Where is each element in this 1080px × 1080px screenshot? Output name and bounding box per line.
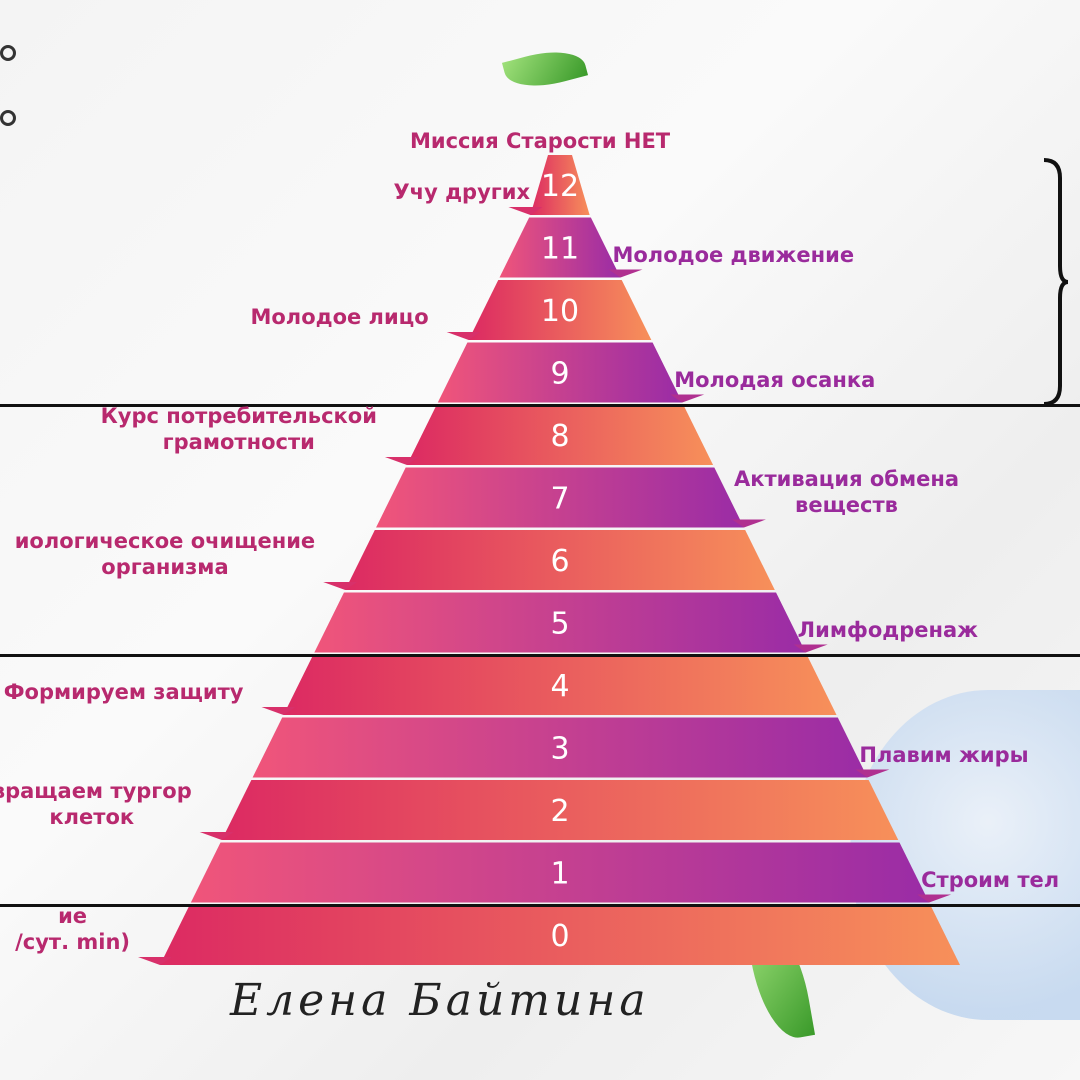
level-number: 7 bbox=[550, 482, 569, 517]
level-label-11: Молодое движение bbox=[612, 242, 855, 267]
label-pointer bbox=[608, 269, 643, 278]
level-number: 1 bbox=[550, 857, 569, 892]
divider-line bbox=[0, 904, 1080, 907]
level-number: 6 bbox=[550, 544, 569, 579]
label-pointer bbox=[323, 582, 358, 590]
label-pointer bbox=[508, 207, 543, 215]
level-number: 9 bbox=[550, 357, 569, 392]
label-pointer bbox=[446, 332, 481, 340]
pyramid-level-12 bbox=[530, 155, 590, 215]
level-number: 8 bbox=[550, 419, 569, 454]
level-label-9: Молодая осанка bbox=[674, 367, 876, 392]
level-number: 3 bbox=[550, 732, 569, 767]
pyramid-level-6 bbox=[345, 530, 775, 590]
signature: Елена Байтина bbox=[230, 975, 650, 1026]
level-number: 0 bbox=[550, 919, 569, 954]
level-label-0: ие/сут. min) bbox=[15, 904, 130, 954]
label-pointer bbox=[855, 769, 890, 778]
pyramid-level-7 bbox=[376, 467, 744, 528]
level-label-1: Строим тел bbox=[921, 867, 1060, 892]
level-label-10: Молодое лицо bbox=[250, 305, 429, 329]
level-number: 10 bbox=[541, 294, 579, 329]
level-number: 2 bbox=[550, 794, 569, 829]
level-label-4: Формируем защиту bbox=[3, 680, 244, 704]
label-pointer bbox=[670, 394, 705, 403]
label-pointer bbox=[138, 957, 172, 965]
label-pointer bbox=[384, 457, 419, 465]
pyramid-level-9 bbox=[437, 342, 683, 403]
pyramid-level-8 bbox=[406, 405, 714, 465]
label-pointer bbox=[261, 707, 296, 715]
pyramid-level-2 bbox=[221, 780, 899, 840]
level-label-5: Лимфодренаж bbox=[797, 617, 979, 642]
ring-decoration bbox=[0, 45, 16, 61]
divider-line bbox=[0, 654, 1080, 657]
pyramid-level-5 bbox=[314, 592, 806, 653]
pyramid-level-3 bbox=[252, 717, 868, 778]
level-number: 4 bbox=[550, 669, 569, 704]
pyramid-title: Миссия Старости НЕТ bbox=[410, 129, 671, 153]
pyramid-level-10 bbox=[468, 280, 652, 340]
label-pointer bbox=[917, 894, 952, 903]
divider-line bbox=[0, 404, 1080, 407]
level-number: 11 bbox=[541, 232, 579, 267]
pyramid-level-4 bbox=[283, 655, 837, 715]
right-curly-bracket bbox=[1043, 158, 1069, 406]
level-label-12: Учу других bbox=[393, 180, 530, 204]
pyramid-level-1 bbox=[190, 842, 930, 903]
level-label-3: Плавим жиры bbox=[859, 742, 1029, 767]
pyramid-level-11 bbox=[499, 217, 621, 278]
pyramid-level-0 bbox=[160, 905, 960, 965]
ring-decoration bbox=[0, 110, 16, 126]
level-number: 12 bbox=[541, 169, 579, 204]
label-pointer bbox=[793, 644, 828, 653]
label-pointer bbox=[199, 832, 234, 840]
level-number: 5 bbox=[550, 607, 569, 642]
label-pointer bbox=[731, 519, 766, 528]
